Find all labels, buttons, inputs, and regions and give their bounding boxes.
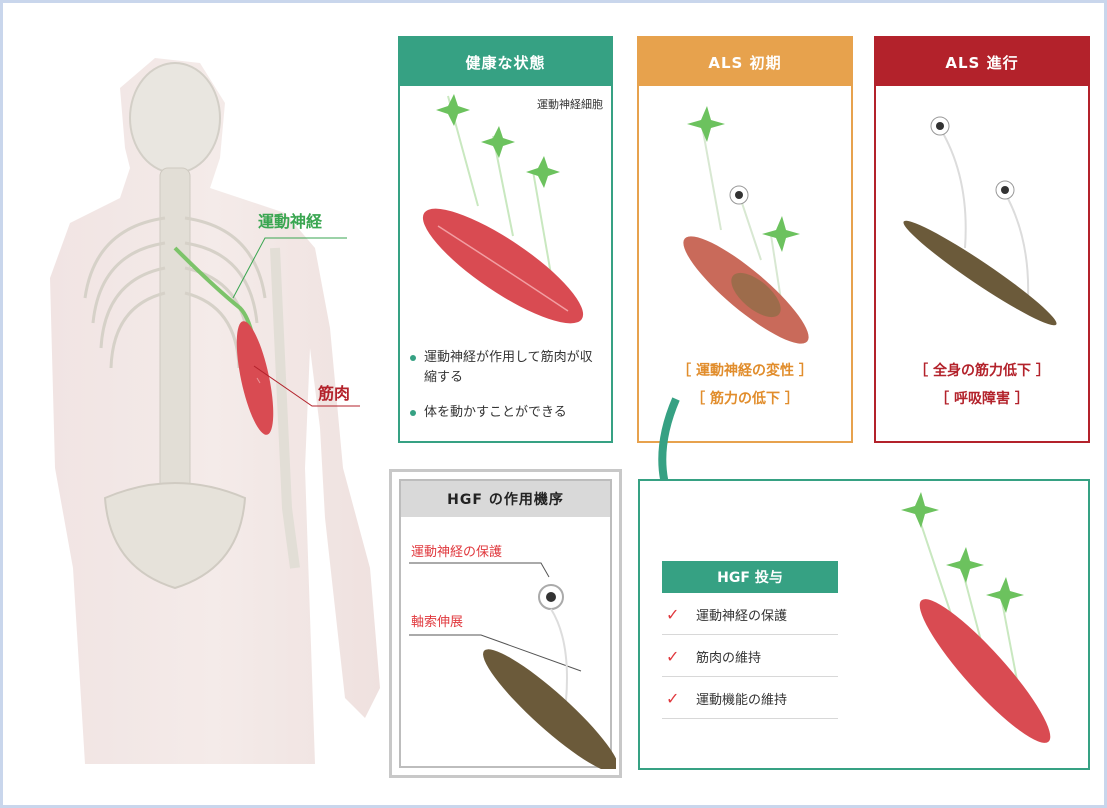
hgf-administration-title: HGF 投与 bbox=[662, 561, 838, 593]
hgf-recovered-illustration bbox=[885, 486, 1085, 766]
neuron-star-healthy bbox=[687, 106, 725, 142]
healthy-stage-title: 健康な状態 bbox=[400, 38, 611, 86]
motor-nerve-leader-line bbox=[225, 230, 350, 310]
neuron-star-2 bbox=[481, 126, 515, 158]
als-advanced-title: ALS 進行 bbox=[876, 38, 1088, 86]
motor-nerve-label: 運動神経 bbox=[258, 208, 322, 232]
hgf-effect-2: ✓筋肉の維持 bbox=[662, 636, 838, 677]
hgf-effect-text-1: 運動神経の保護 bbox=[696, 605, 787, 624]
healthy-bullet-text-2: 体を動かすことができる bbox=[424, 405, 567, 420]
als-early-panel: ALS 初期 ［ 運動神経の変性 ］ ［ 筋力の低下 ］ bbox=[637, 36, 853, 443]
bullet-dot bbox=[410, 355, 416, 361]
early-status-1: ［ 運動神経の変性 ］ bbox=[639, 360, 851, 380]
check-icon: ✓ bbox=[662, 647, 696, 666]
healthy-bullet-1: 運動神経が作用して筋肉が収縮する bbox=[410, 348, 594, 388]
hgf-mechanism-inner: HGF の作用機序 運動神経の保護 軸索伸展 bbox=[399, 479, 612, 768]
advanced-status-1: ［ 全身の筋力低下 ］ bbox=[876, 360, 1088, 380]
neuron-star-partial bbox=[762, 216, 800, 252]
als-early-title: ALS 初期 bbox=[639, 38, 851, 86]
als-early-illustration bbox=[661, 90, 831, 345]
hgf-effect-text-2: 筋肉の維持 bbox=[696, 647, 761, 666]
hgf-effect-text-3: 運動機能の維持 bbox=[696, 689, 787, 708]
healthy-muscle bbox=[418, 191, 593, 340]
advanced-status-2: ［ 呼吸障害 ］ bbox=[876, 388, 1088, 408]
healthy-muscle-nerve-illustration bbox=[418, 86, 593, 346]
atrophied-muscle-mech bbox=[472, 637, 616, 769]
hgf-administration-panel: HGF 投与 ✓運動神経の保護 ✓筋肉の維持 ✓運動機能の維持 bbox=[638, 479, 1090, 770]
recovered-neuron-1 bbox=[901, 492, 939, 528]
healthy-bullet-2: 体を動かすことができる bbox=[410, 403, 567, 423]
als-advanced-illustration bbox=[890, 98, 1075, 348]
hgf-mechanism-panel: HGF の作用機序 運動神経の保護 軸索伸展 bbox=[389, 469, 622, 778]
healthy-bullet-text-1: 運動神経が作用して筋肉が収縮する bbox=[424, 348, 594, 388]
hgf-mechanism-title: HGF の作用機序 bbox=[401, 481, 610, 517]
atrophied-muscle bbox=[898, 212, 1063, 333]
als-advanced-panel: ALS 進行 ［ 全身の筋力低下 ］ ［ 呼吸障害 ］ bbox=[874, 36, 1090, 443]
hgf-effect-3: ✓運動機能の維持 bbox=[662, 678, 838, 719]
neuron-star-3 bbox=[526, 156, 560, 188]
recovered-neuron-3 bbox=[986, 577, 1024, 613]
check-icon: ✓ bbox=[662, 605, 696, 624]
skull bbox=[130, 63, 220, 173]
hgf-effect-1: ✓運動神経の保護 bbox=[662, 594, 838, 635]
neuron-star-1 bbox=[436, 94, 470, 126]
recovered-neuron-2 bbox=[946, 547, 984, 583]
recovered-muscle bbox=[907, 587, 1064, 755]
healthy-stage-panel: 健康な状態 運動神経細胞 運動神経が作用して筋肉が収縮する 体を動かすことができ… bbox=[398, 36, 613, 443]
muscle-leader-line bbox=[250, 362, 362, 422]
bullet-dot bbox=[410, 410, 416, 416]
check-icon: ✓ bbox=[662, 689, 696, 708]
hgf-mechanism-illustration bbox=[401, 551, 616, 769]
